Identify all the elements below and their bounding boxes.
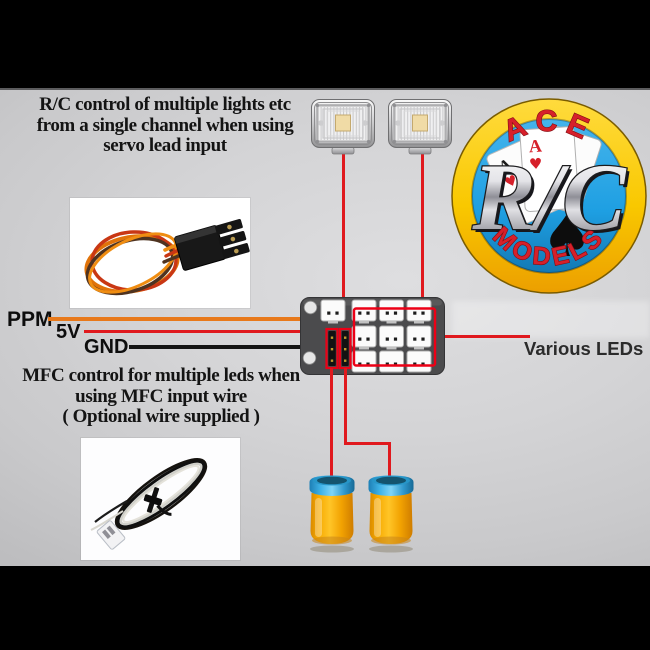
servo-connector (174, 218, 250, 271)
led-pod-left-wire (341, 153, 345, 302)
beacon-right-wire-vertical-1 (343, 368, 347, 445)
servo-input-caption: R/C control of multiple lights etc from … (5, 94, 325, 157)
beacon-light-icons (309, 475, 414, 553)
beacon-lights (304, 469, 420, 557)
mfc-pin-headers (325, 327, 352, 370)
beacon-right-wire-vertical-2 (387, 442, 391, 478)
ace-rc-models-logo: A ♥ A ♠ A ♥ ♠ R/C R/C ACE (449, 96, 649, 296)
five-v-label: 5V (56, 321, 81, 343)
mfc-cable-icon (81, 438, 240, 560)
mfc-caption-line-2: using MFC input wire (75, 385, 247, 407)
ppm-label: PPM (7, 308, 53, 331)
board-mount-hole-top (303, 300, 318, 315)
beacon-light-right (368, 475, 414, 553)
brand-logo-icon: A ♥ A ♠ A ♥ ♠ R/C R/C ACE (451, 98, 647, 294)
led-output-sockets (320, 299, 432, 373)
servo-lead-photo (70, 198, 250, 308)
beacon-right-wire-horizontal (343, 442, 391, 445)
gnd-wire (129, 345, 303, 349)
logo-playing-cards: A ♥ A ♠ A ♥ ♠ (486, 125, 602, 270)
led-pod-right-wire (420, 153, 424, 302)
board-mount-hole-bottom (302, 351, 317, 365)
various-leds-wire (436, 335, 530, 338)
servo-caption-line-1: R/C control of multiple lights etc (39, 94, 291, 115)
card-letter-center: A (528, 136, 542, 157)
servo-cable-icon (70, 198, 250, 308)
beacon-light-left (309, 475, 355, 553)
various-leds-label: Various LEDs (524, 338, 644, 359)
servo-caption-line-2: from a single channel when using (36, 114, 294, 136)
led-pod-left-icon (311, 99, 375, 155)
mfc-wire-end-white (90, 510, 124, 531)
mfc-cable-tie (143, 487, 172, 516)
background-highlight (452, 301, 650, 338)
five-v-wire (84, 330, 303, 333)
mfc-lead-photo (81, 438, 240, 560)
logo-rc-shadow: R/C (474, 147, 630, 253)
mfc-caption-line-3: ( Optional wire supplied ) (62, 406, 260, 427)
led-pod-icons (311, 99, 452, 155)
mfc-cable-loop (114, 458, 208, 530)
led-pods (311, 99, 452, 156)
heart-icon: ♥ (502, 172, 520, 192)
mfc-input-caption: MFC control for multiple leds when using… (0, 365, 322, 428)
light-control-board (300, 297, 445, 375)
ppm-wire (48, 317, 303, 321)
led-pod-right-icon (388, 99, 452, 155)
gnd-label: GND (84, 336, 129, 358)
beacon-left-wire (329, 368, 333, 478)
heart-icon-center: ♥ (528, 155, 543, 174)
control-board-icon (300, 297, 445, 375)
mfc-caption-line-1: MFC control for multiple leds when (22, 365, 300, 386)
mfc-wire-end-black (94, 500, 128, 523)
servo-caption-line-3: servo lead input (103, 135, 227, 156)
logo-rc-text: R/C (471, 144, 627, 250)
led-sockets-highlight-box (352, 307, 437, 367)
mfc-plug (96, 520, 126, 550)
spade-icon-big: ♠ (541, 202, 593, 270)
